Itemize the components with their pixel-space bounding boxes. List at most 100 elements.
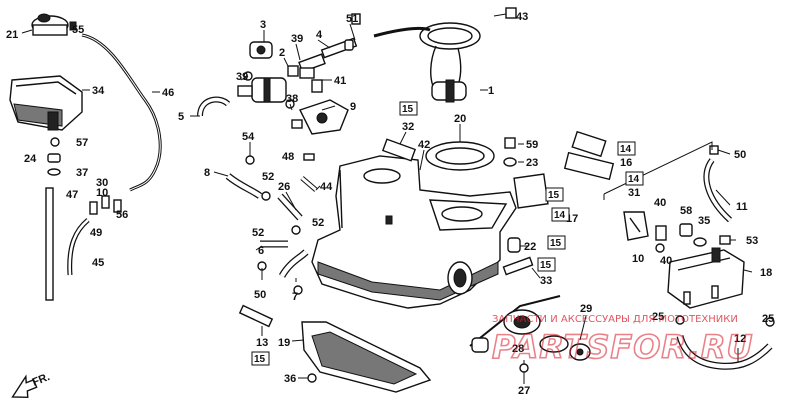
box-frame [251,351,270,366]
part-label-p34: 34 [92,85,105,97]
heat-guard-19 [301,321,432,393]
part-label-p59: 59 [526,139,538,151]
part-label-p10: 10 [96,187,108,199]
boxed-label-b15c: 15 [547,235,566,250]
boxed-label-b14b: 14 [625,171,644,186]
part-label-p50a: 50 [254,289,266,301]
watermark-tagline: ЗАПЧАСТИ И АКСЕССУАРЫ ДЛЯ МОТОТЕХНИКИ [492,314,738,325]
watermark-logo: PARTSFOR.RU [492,328,753,366]
strap-13 [238,304,274,328]
part-label-p21: 21 [6,29,18,41]
clip-57-24-37 [47,137,61,176]
part-label-p7: 7 [292,291,298,303]
box-text: 14 [620,144,632,155]
part-label-p39b: 39 [236,71,248,83]
part-label-p16: 16 [620,157,632,169]
front-direction-label: FR. [31,371,52,389]
part-label-p50b: 50 [734,149,746,161]
part-label-p3: 3 [260,19,266,31]
fuel-tray-34 [9,75,83,131]
front-direction-marker: FR. [11,371,52,398]
part-label-p31: 31 [628,187,640,199]
valve-9 [291,99,349,135]
part-label-p24: 24 [24,153,37,165]
hose-12 [675,315,775,370]
fuel-cap-part [31,13,77,36]
part-label-p46: 46 [162,87,174,99]
part-label-p57: 57 [76,137,88,149]
part-label-p41: 41 [334,75,346,87]
part-label-p28: 28 [512,343,524,355]
part-label-p25b: 25 [762,313,774,325]
part-label-p52a: 52 [262,171,274,183]
part-label-p48: 48 [282,151,294,163]
breather-tube-46 [81,33,162,192]
part-label-p22: 22 [524,241,536,253]
bracket-10 [623,211,649,241]
part-label-p18: 18 [760,267,772,279]
part-label-p40b: 40 [660,255,672,267]
part-label-p52b: 52 [252,227,264,239]
watermark: ЗАПЧАСТИ И АКСЕССУАРЫ ДЛЯ МОТОТЕХНИКИ PA… [491,314,753,367]
part-label-p4: 4 [316,29,323,41]
part-label-p44: 44 [320,181,333,193]
box-frame [617,141,636,156]
hose-11 [703,158,733,223]
part-label-p19: 19 [278,337,290,349]
part-label-p12: 12 [734,333,746,345]
clips-49-10-56 [89,195,122,215]
box-frame [545,187,564,202]
box-frame [551,207,570,222]
part-label-p33: 33 [540,275,552,287]
part-label-p10b: 10 [632,253,644,265]
part-label-p5: 5 [178,111,184,123]
box-frame [547,235,566,250]
leader-lines [190,13,753,384]
part-label-p45: 45 [92,257,104,269]
part-label-p25a: 25 [652,311,664,323]
part-label-p26: 26 [278,181,290,193]
box-text: 15 [548,190,560,201]
bolts-small [351,7,534,276]
boxed-label-b14a: 14 [617,141,636,156]
part-label-p13: 13 [256,337,268,349]
drain-tube-45 [67,218,90,276]
fuel-tank [311,155,517,309]
part-label-p43: 43 [516,11,528,23]
part-label-p8: 8 [204,167,210,179]
part-label-p23: 23 [526,157,538,169]
part-label-p54: 54 [242,131,255,143]
part-label-p42: 42 [418,139,430,151]
canister-18 [667,247,745,309]
part-label-p1: 1 [488,85,494,97]
part-label-p29: 29 [580,303,592,315]
boxed-label-b14c: 14 [551,207,570,222]
part-label-p35: 35 [698,215,710,227]
plate-32-and-decals [381,130,615,209]
hoses-8-26-44-6-7 [225,153,318,295]
part-label-p11: 11 [736,201,748,213]
box-text: 15 [540,260,552,271]
fuel-pump-1 [373,22,481,103]
part-label-p40a: 40 [654,197,666,209]
box-frame [537,257,556,272]
box-text: 15 [550,238,562,249]
part-label-p27: 27 [518,385,530,397]
box-text: 14 [628,174,640,185]
part-label-p39a: 39 [291,33,303,45]
part-label-p20: 20 [454,113,466,125]
fuel-gauge-sender-27 [469,295,591,373]
part-label-p2: 2 [279,47,285,59]
gasket-20 [425,141,495,171]
box-frame [399,101,418,116]
boxed-label-b15b: 15 [251,351,270,366]
hose-5 [197,96,231,117]
box-frame [625,171,644,186]
part-label-p9: 9 [350,101,356,113]
part-label-p51: 51 [346,13,358,25]
part-label-p58: 58 [680,205,692,217]
part-label-p32: 32 [402,121,414,133]
part-label-p37: 37 [76,167,88,179]
